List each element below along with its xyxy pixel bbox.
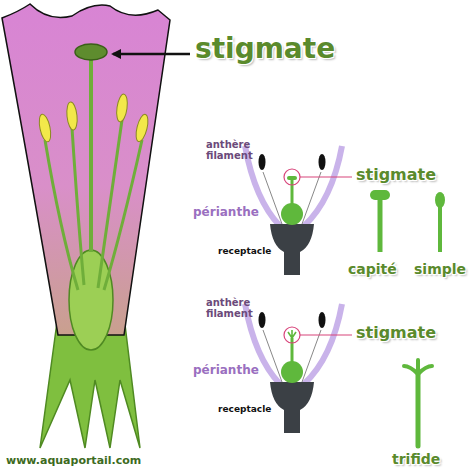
part-label: anthère xyxy=(206,140,250,151)
anthers xyxy=(37,93,150,142)
shape-label: trifide xyxy=(392,452,440,467)
style xyxy=(89,56,93,252)
part-label: stigmate xyxy=(356,325,436,342)
stigma-capitate xyxy=(370,190,390,252)
shape-label: capité xyxy=(348,262,397,277)
part-label: receptacle xyxy=(218,405,271,414)
watermark: www.aquaportail.com xyxy=(6,455,141,467)
ovary xyxy=(69,250,113,350)
part-label: receptacle xyxy=(218,247,271,256)
main-label: stigmate xyxy=(195,34,335,63)
shape-label: simple xyxy=(414,262,466,277)
stigma xyxy=(75,44,107,60)
part-label: périanthe xyxy=(193,364,259,377)
pointer-arrow xyxy=(113,53,190,56)
part-label: filament xyxy=(206,309,253,320)
stigma-simple xyxy=(435,192,445,252)
part-label: filament xyxy=(206,151,253,162)
part-label: anthère xyxy=(206,298,250,309)
part-label: périanthe xyxy=(193,206,259,219)
part-label: stigmate xyxy=(356,167,436,184)
filaments xyxy=(45,120,142,290)
stigma-trifid xyxy=(404,360,432,446)
